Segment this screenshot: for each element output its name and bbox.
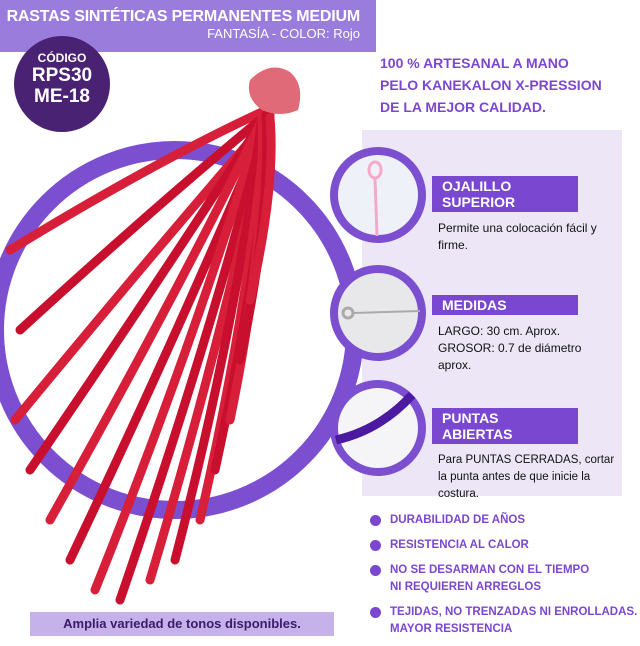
benefit-item: DURABILIDAD DE AÑOS (370, 512, 640, 529)
detail-circle-loop (330, 147, 426, 243)
claim: DE LA MEJOR CALIDAD. (380, 99, 546, 115)
dreadlocks-image (5, 107, 276, 605)
benefit-item: NO SE DESARMAN CON EL TIEMPO NI REQUIERE… (370, 562, 590, 596)
feature-tips: PUNTAS ABIERTAS Para PUNTAS CERRADAS, co… (432, 408, 640, 503)
code-badge: CÓDIGO RPS30 ME-18 (14, 36, 110, 132)
detail-circle-measure (330, 265, 426, 361)
product-subtitle: FANTASÍA - COLOR: Rojo (207, 26, 360, 41)
flower-tie (248, 67, 301, 114)
feature-measures: MEDIDAS LARGO: 30 cm. Aprox. GROSOR: 0.7… (432, 295, 640, 374)
feature-desc: Para PUNTAS CERRADAS, cortar la punta an… (438, 454, 615, 500)
claim: PELO KANEKALON X-PRESSION (380, 77, 602, 93)
bullet-icon (370, 607, 381, 618)
feature-title: MEDIDAS (432, 295, 578, 315)
benefit-item: RESISTENCIA AL CALOR (370, 537, 640, 554)
benefits-list: DURABILIDAD DE AÑOS RESISTENCIA AL CALOR… (370, 512, 640, 646)
feature-title: OJALILLO SUPERIOR (432, 176, 578, 212)
code-line-1: RPS30 (31, 65, 93, 86)
feature-desc: LARGO: 30 cm. Aprox. GROSOR: 0.7 de diám… (438, 324, 582, 372)
header-banner: RASTAS SINTÉTICAS PERMANENTES MEDIUM FAN… (0, 0, 376, 52)
feature-title: PUNTAS ABIERTAS (432, 408, 578, 444)
code-label: CÓDIGO (37, 51, 87, 65)
feature-desc: Permite una colocación fácil y firme. (438, 221, 597, 252)
dreadlock-strand (170, 110, 267, 565)
dreadlock-strand (245, 113, 276, 305)
feature-loop: OJALILLO SUPERIOR Permite una colocación… (432, 176, 640, 254)
claims: 100 % ARTESANAL A MANO PELO KANEKALON X-… (380, 52, 602, 118)
benefit-item: TEJIDAS, NO TRENZADAS NI ENROLLADAS. MAY… (370, 604, 640, 638)
bullet-icon (370, 565, 381, 576)
footer-banner: Amplia variedad de tonos disponibles. (30, 612, 334, 636)
product-title: RASTAS SINTÉTICAS PERMANENTES MEDIUM (6, 8, 361, 25)
bullet-icon (370, 540, 381, 551)
dreadlock-strand (90, 113, 267, 595)
claim: 100 % ARTESANAL A MANO (380, 55, 569, 71)
dreadlock-strand (5, 107, 267, 255)
code-line-2: ME-18 (34, 86, 90, 107)
dreadlock-strand (45, 107, 271, 525)
dreadlock-strand (15, 110, 271, 335)
detail-circle-tips (330, 380, 426, 476)
bullet-icon (370, 515, 381, 526)
dreadlock-strand (25, 116, 267, 475)
